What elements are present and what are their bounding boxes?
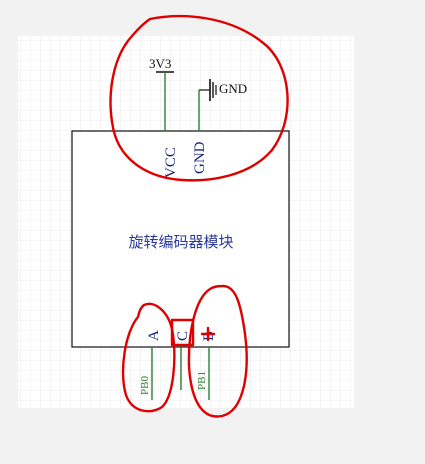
pin-c-label: C	[175, 331, 191, 341]
annotation-circle-pin-a	[121, 302, 176, 413]
pin-vcc-label: VCC	[163, 147, 179, 178]
pin-gnd-label: GND	[192, 141, 208, 174]
net-pb1-label: PB1	[196, 371, 208, 390]
module-label: 旋转编码器模块	[128, 234, 233, 251]
annotation-box-pin-c	[170, 318, 195, 347]
net-pb0-label: PB0	[139, 376, 151, 395]
ground-symbol: GND	[198, 79, 247, 131]
ground-label: GND	[219, 81, 247, 96]
power-label: 3V3	[149, 56, 171, 71]
annotation-circle-power	[109, 14, 289, 182]
power-3v3-symbol: 3V3	[149, 56, 174, 131]
annotation-circle-pin-b	[187, 284, 248, 418]
red-annotations	[109, 14, 289, 418]
pin-a-label: A	[146, 330, 162, 341]
annotation-cross-mark	[200, 326, 216, 342]
